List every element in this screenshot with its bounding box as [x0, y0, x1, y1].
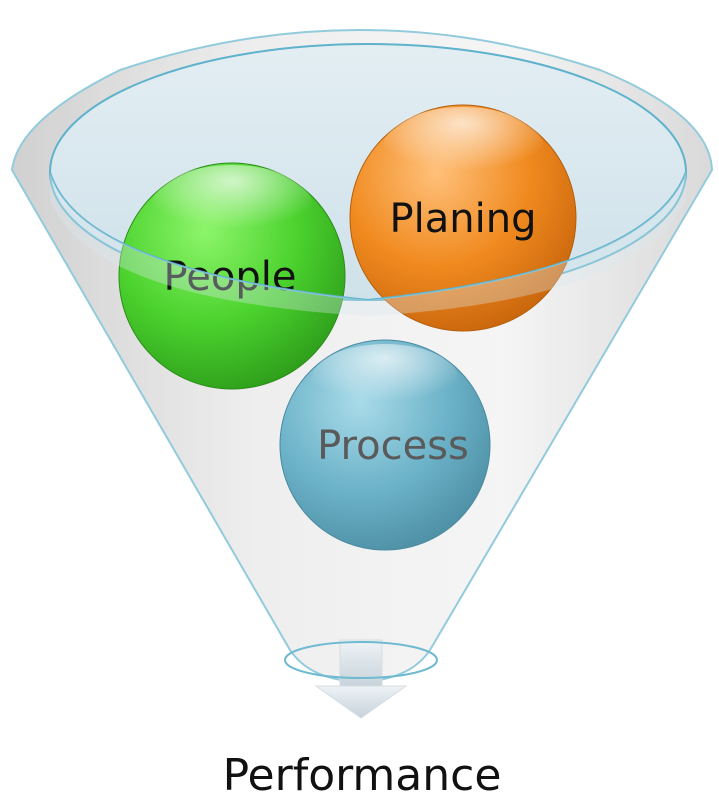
- people-label: People: [164, 254, 297, 300]
- planing-label: Planing: [390, 196, 537, 242]
- process-label: Process: [317, 423, 469, 469]
- input-process: Process: [279, 339, 491, 551]
- input-people: People: [118, 162, 346, 390]
- output-arrow: [314, 639, 408, 719]
- funnel-rim-front: [49, 171, 687, 302]
- output-label: Performance: [223, 750, 502, 795]
- funnel-spout-ring: [284, 641, 438, 679]
